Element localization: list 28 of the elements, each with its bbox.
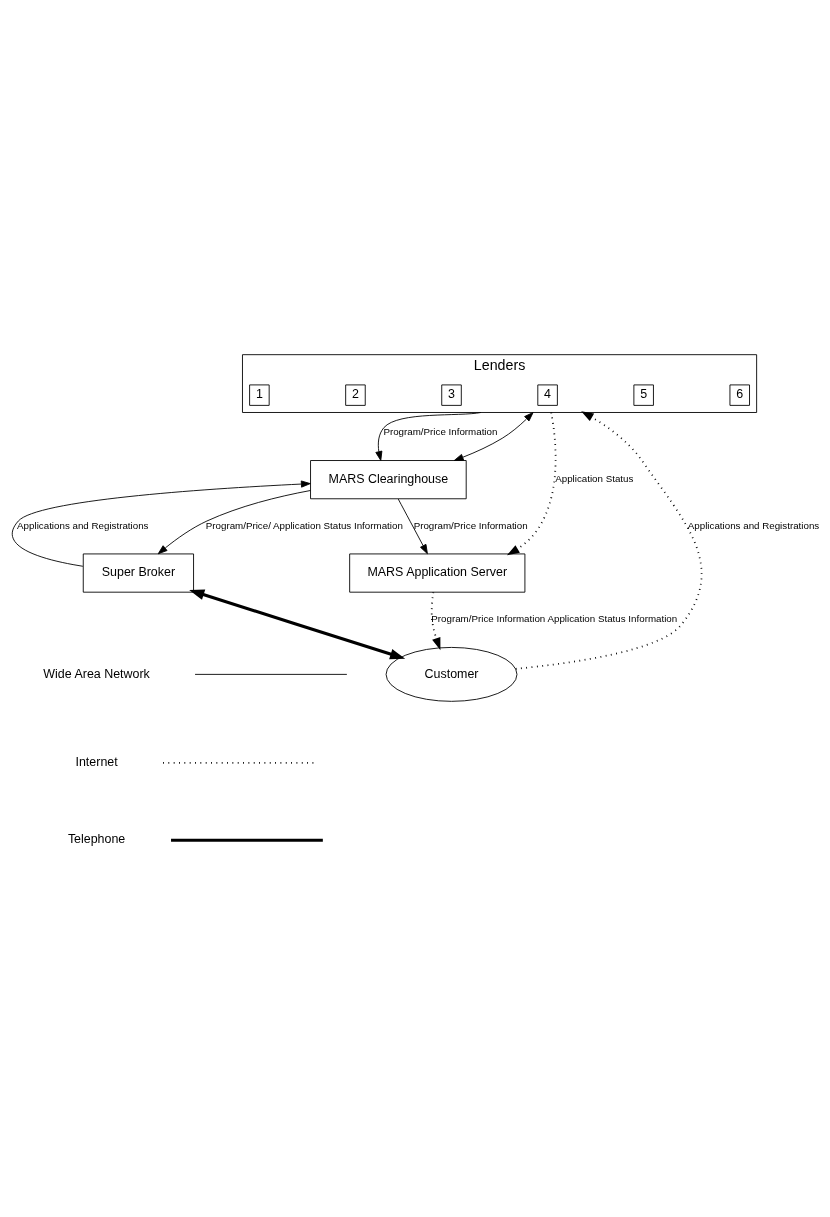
arrow: [506, 411, 557, 555]
arrow: [453, 411, 534, 461]
arrow: [157, 489, 311, 554]
arrow: [397, 498, 428, 554]
arrow: [375, 411, 482, 461]
node-box: Super Broker: [82, 553, 194, 593]
arrow: [189, 589, 406, 659]
edge-label: Applications and Registrations: [17, 519, 149, 531]
edge-label: Applications and Registrations: [687, 519, 820, 531]
arrow: [11, 480, 311, 567]
node-box: 6: [729, 383, 750, 406]
edge-label: Program/Price Information: [413, 519, 528, 531]
legend-label: Wide Area Network: [43, 666, 150, 681]
edge-label: Program/Price Information Application Status Information: [431, 612, 678, 624]
node-box: 3: [441, 383, 462, 406]
node-box: 4: [537, 383, 558, 406]
node-box: MARS Clearinghouse: [310, 459, 467, 499]
arrow: [430, 590, 441, 650]
node-box: 5: [633, 383, 654, 406]
edge-label: Program/Price/ Application Status Information: [205, 519, 403, 531]
edge-label: Application Status: [555, 472, 634, 484]
edge-label: Program/Price Information: [383, 425, 498, 437]
node-box: 1: [249, 383, 270, 406]
node-box: 2: [345, 383, 366, 406]
node-box: MARS Application Server: [349, 553, 526, 593]
arrow: [514, 410, 703, 670]
legend-label: Internet: [75, 754, 118, 769]
legend-label: Telephone: [67, 831, 126, 846]
